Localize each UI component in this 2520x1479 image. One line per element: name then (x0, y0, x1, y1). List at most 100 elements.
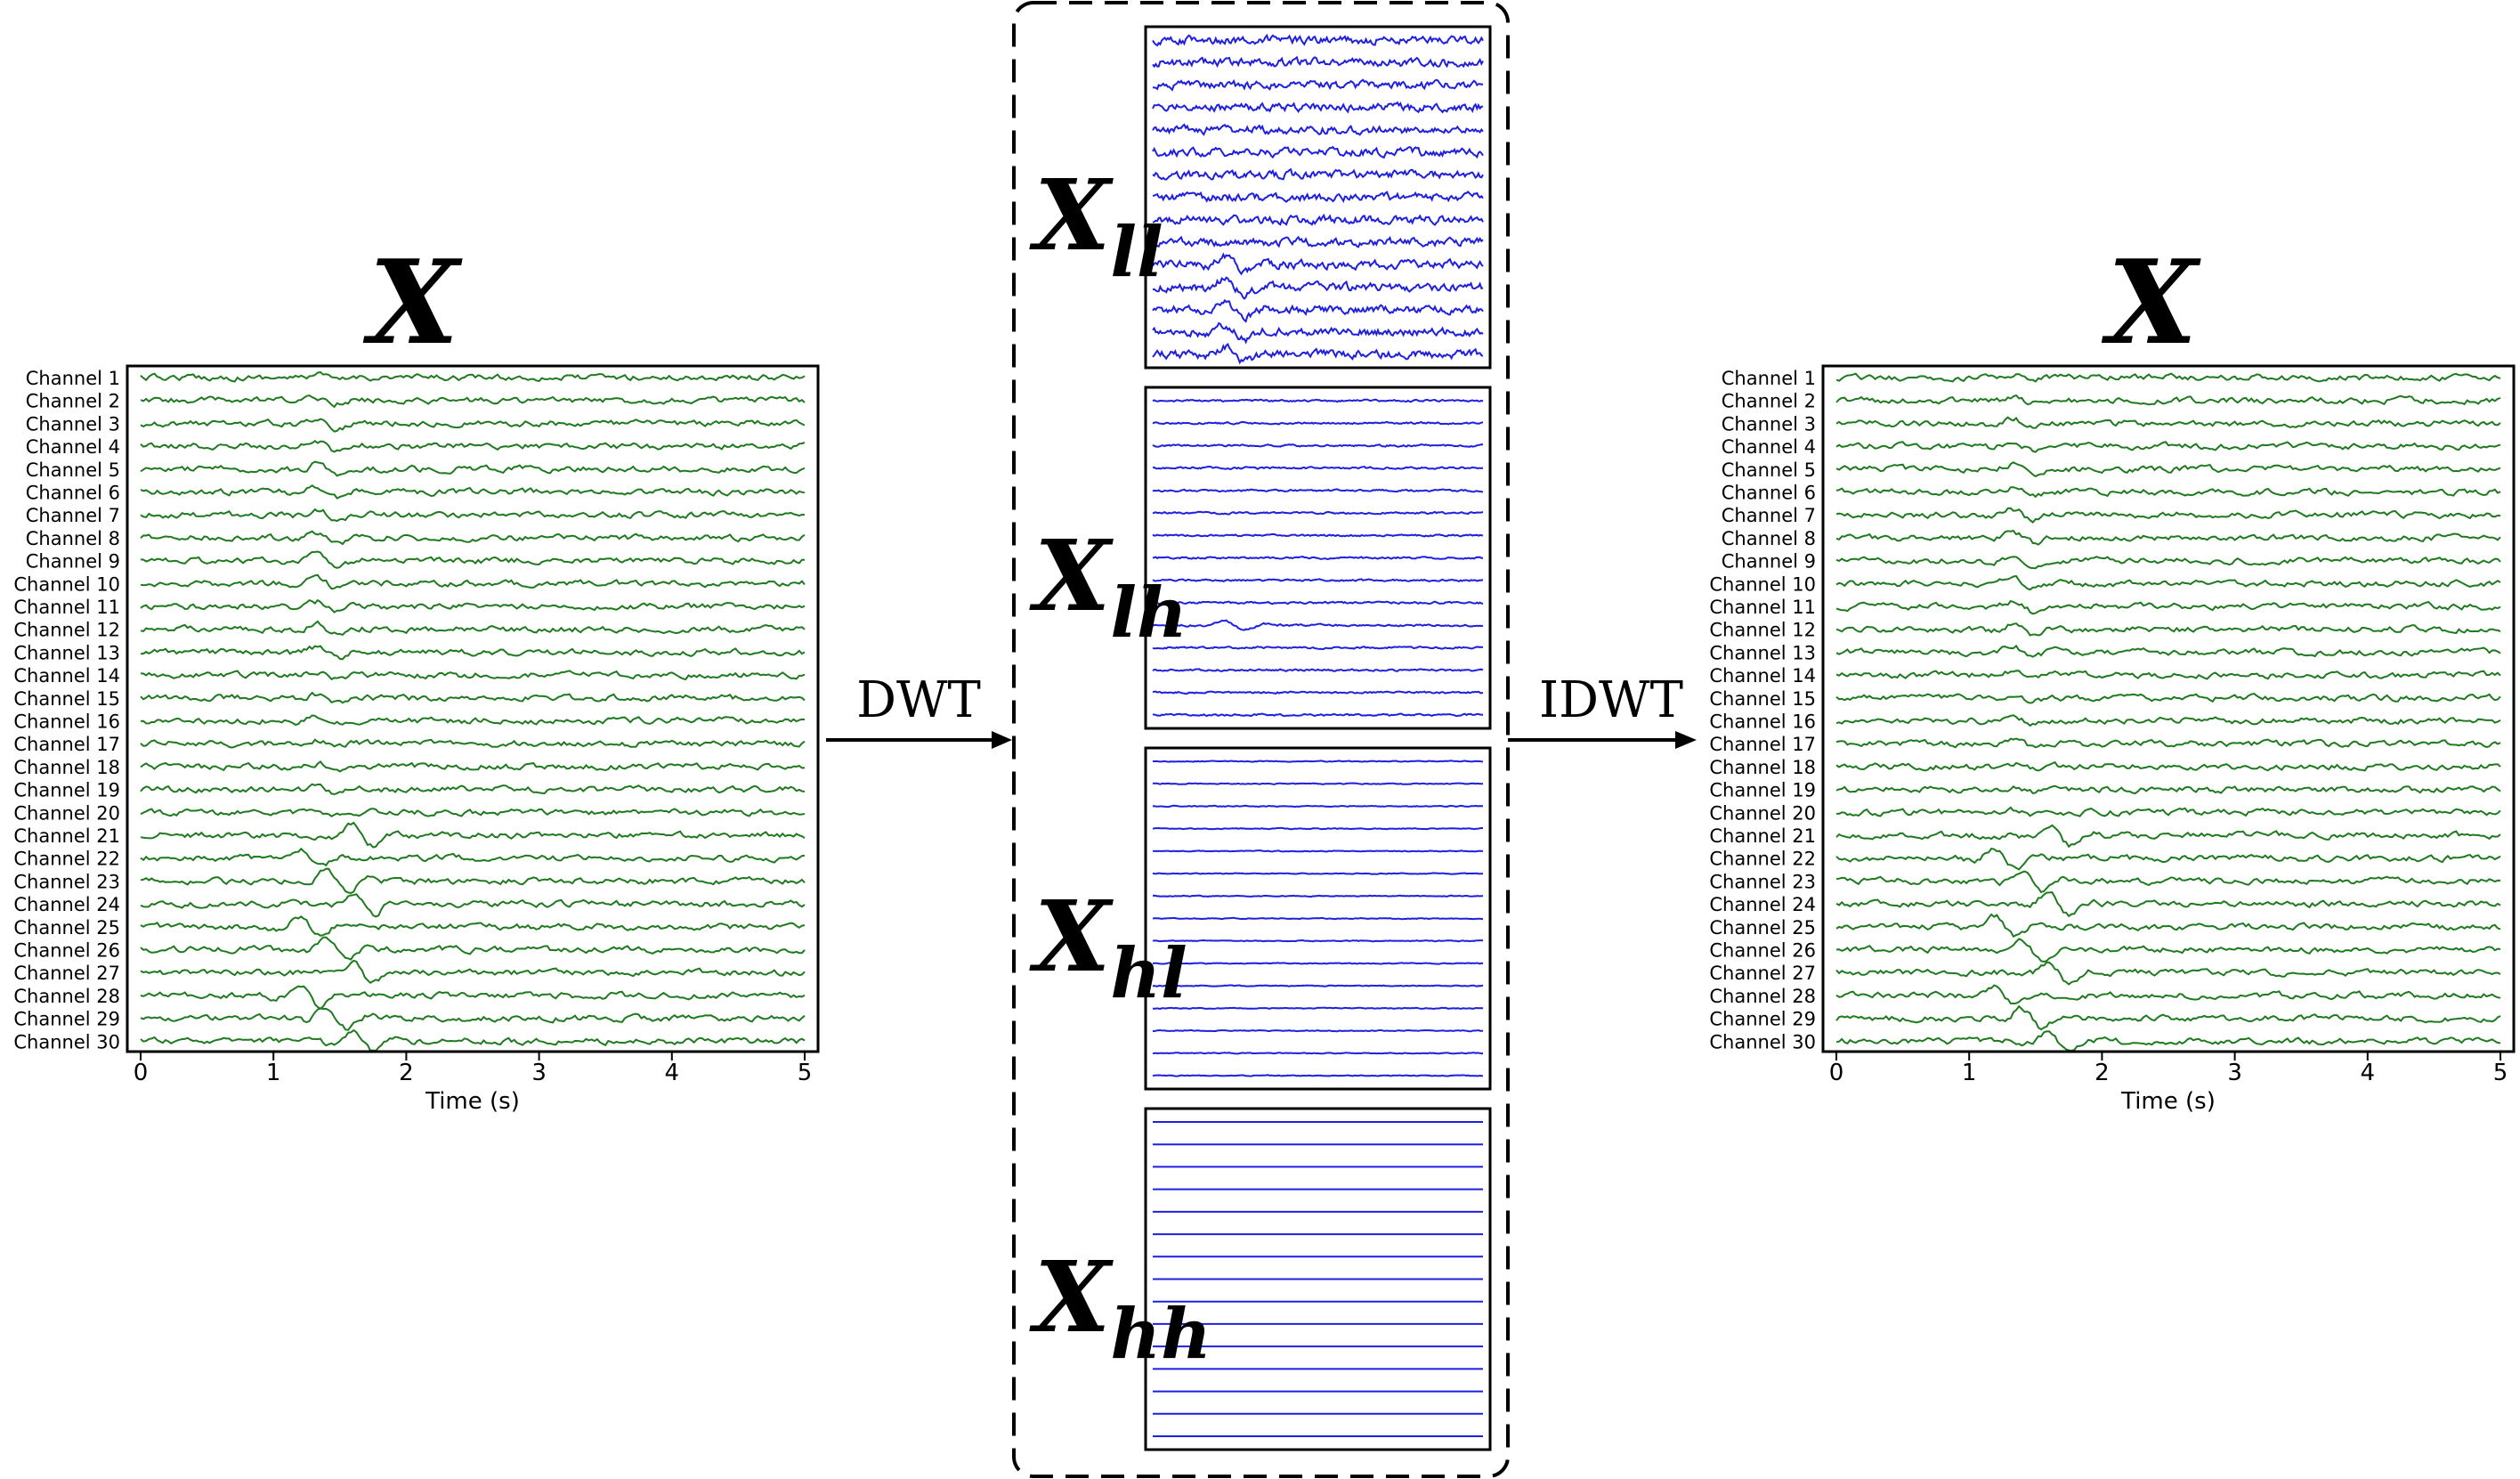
eeg-trace-channel-9 (140, 550, 805, 569)
channel-label: Channel 23 (1709, 871, 1816, 892)
subband-trace (1152, 849, 1484, 853)
subband-trace (1152, 443, 1484, 448)
subband-trace (1152, 123, 1484, 136)
dwt-arrow: DWT (826, 671, 1012, 749)
eeg-trace-channel-4 (1835, 441, 2501, 453)
channel-label: Channel 2 (1722, 391, 1816, 412)
subband-trace (1152, 78, 1484, 92)
eeg-trace-channel-7 (140, 508, 806, 523)
eeg-trace-channel-5 (1835, 461, 2501, 478)
subband-trace (1152, 578, 1484, 583)
subband-trace (1152, 939, 1484, 943)
channel-label: Channel 4 (1722, 436, 1816, 458)
subband-trace (1153, 1028, 1484, 1033)
dwt-label: DWT (856, 671, 981, 729)
subband-trace (1152, 690, 1484, 695)
subband-trace (1152, 984, 1484, 987)
eeg-trace-channel-18 (140, 760, 805, 773)
subband-trace (1152, 1006, 1484, 1011)
eeg-trace-channel-9 (1835, 556, 2501, 570)
channel-label: Channel 2 (26, 391, 120, 412)
channel-label: Channel 20 (1709, 802, 1816, 824)
eeg-trace-channel-5 (140, 460, 806, 477)
channel-label: Channel 29 (1709, 1009, 1816, 1030)
eeg-trace-channel-25 (1835, 913, 2501, 939)
subband-trace (1152, 298, 1484, 323)
eeg-trace-channel-19 (140, 783, 806, 796)
subband-trace (1152, 33, 1484, 47)
subband-label: Xhh (1029, 1239, 1211, 1375)
channel-label: Channel 21 (13, 825, 120, 847)
x-tick-label: 4 (665, 1060, 680, 1086)
subband-frame (1144, 1107, 1492, 1451)
eeg-trace-channel-20 (1836, 806, 2501, 817)
subband-label: Xll (1029, 158, 1163, 293)
subband-hl: Xhl (1029, 746, 1492, 1091)
channel-label: Channel 17 (13, 734, 120, 755)
eeg-trace-channel-12 (1835, 622, 2501, 637)
eeg-trace-channel-14 (1835, 670, 2501, 680)
subband-trace (1152, 145, 1484, 159)
eeg-trace-channel-11 (1835, 599, 2501, 615)
channel-label: Channel 24 (13, 894, 120, 915)
eeg-trace-channel-29 (140, 1007, 806, 1031)
eeg-trace-channel-2 (1835, 394, 2501, 406)
eeg-trace-channel-8 (1835, 530, 2501, 546)
eeg-trace-channel-26 (1835, 938, 2501, 963)
subband-trace (1152, 826, 1483, 831)
channel-label: Channel 19 (13, 780, 120, 801)
subband-trace (1152, 321, 1484, 345)
subband-trace (1152, 235, 1484, 248)
idwt-label: IDWT (1539, 671, 1683, 729)
channel-label: Channel 3 (26, 413, 120, 435)
x-tick-label: 2 (2095, 1060, 2110, 1086)
eeg-trace-channel-12 (140, 620, 806, 637)
eeg-trace-channel-30 (1835, 1030, 2501, 1052)
reconstructed-title: X (2102, 234, 2202, 370)
channel-label: Channel 16 (13, 711, 120, 733)
channel-label: Channel 12 (13, 620, 120, 641)
channel-label: Channel 15 (13, 688, 120, 710)
eeg-trace-channel-23 (140, 867, 806, 895)
eeg-trace-channel-6 (140, 484, 806, 500)
subband-trace (1152, 712, 1484, 718)
x-tick-label: 5 (798, 1060, 813, 1086)
eeg-trace-channel-28 (1835, 984, 2501, 1005)
channel-label: Channel 15 (1709, 688, 1816, 710)
channel-label: Channel 25 (13, 917, 120, 939)
channel-label: Channel 13 (13, 642, 120, 663)
eeg-trace-channel-16 (140, 714, 806, 727)
channel-label: Channel 7 (26, 505, 120, 526)
eeg-trace-channel-21 (140, 821, 806, 849)
eeg-trace-channel-22 (1835, 847, 2501, 871)
eeg-trace-channel-20 (140, 808, 806, 818)
subband-trace (1152, 872, 1484, 875)
channel-label: Channel 6 (26, 483, 120, 504)
subband-trace (1152, 488, 1484, 493)
channel-label: Channel 16 (1709, 711, 1816, 733)
channel-label: Channel 28 (1709, 986, 1816, 1007)
x-tick-label: 1 (1962, 1060, 1977, 1086)
x-tick-label: 5 (2493, 1060, 2508, 1086)
subband-trace (1152, 1074, 1484, 1077)
channel-label: Channel 27 (13, 963, 120, 984)
subband-trace (1152, 556, 1483, 561)
channel-label: Channel 7 (1722, 505, 1816, 526)
channel-label: Channel 22 (1709, 849, 1816, 870)
eeg-trace-channel-15 (140, 691, 806, 704)
subband-trace (1152, 276, 1484, 300)
subband-trace (1152, 1052, 1484, 1055)
channel-label: Channel 8 (26, 528, 120, 549)
channel-label: Channel 29 (13, 1009, 120, 1030)
eeg-trace-channel-7 (1835, 507, 2501, 524)
eeg-trace-channel-26 (140, 936, 806, 961)
subband-trace (1152, 191, 1484, 204)
eeg-trace-channel-11 (140, 598, 806, 614)
channel-label: Channel 1 (26, 368, 120, 389)
channel-label: Channel 18 (13, 757, 120, 778)
channel-label: Channel 20 (13, 802, 120, 824)
channel-label: Channel 18 (1709, 757, 1816, 778)
x-tick-label: 2 (399, 1060, 414, 1086)
